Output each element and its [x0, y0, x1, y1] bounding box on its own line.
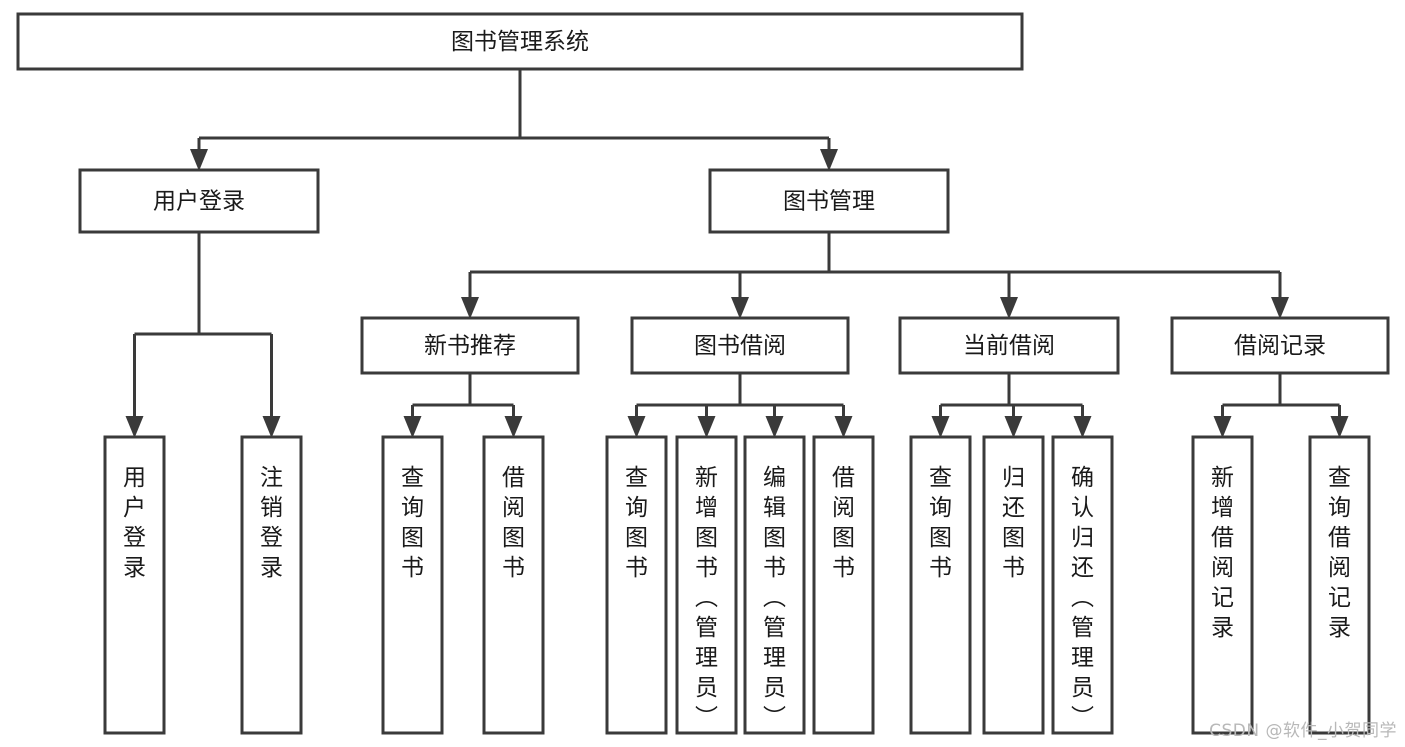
arrow-head-icon [820, 149, 838, 171]
arrow-head-icon [190, 149, 208, 171]
node-leaf-query-book-3[interactable]: 查询图书 [909, 435, 972, 735]
node-label: 借阅图书 [832, 465, 855, 581]
node-box[interactable] [381, 435, 444, 735]
arrow-head-icon [461, 297, 479, 319]
node-book-management[interactable]: 图书管理 [708, 168, 950, 234]
node-leaf-add-record[interactable]: 新增借阅记录 [1191, 435, 1254, 735]
node-box[interactable] [482, 435, 545, 735]
node-label: 图书借阅 [694, 333, 786, 359]
csdn-watermark: CSDN @软件_小贺同学 [1209, 721, 1397, 741]
node-box[interactable] [360, 316, 580, 375]
node-label: 查询图书 [625, 465, 648, 581]
node-box[interactable] [743, 435, 806, 735]
node-label: 查询图书 [929, 465, 952, 581]
arrow-head-icon [1330, 416, 1349, 438]
arrow-head-icon [834, 416, 853, 438]
node-layer: 图书管理系统用户登录图书管理新书推荐图书借阅当前借阅借阅记录用户登录注销登录查询… [16, 12, 1390, 735]
node-leaf-query-record[interactable]: 查询借阅记录 [1308, 435, 1371, 735]
arrow-head-icon [627, 416, 646, 438]
node-box[interactable] [630, 316, 850, 375]
node-leaf-query-book-2[interactable]: 查询图书 [605, 435, 668, 735]
arrow-head-icon [765, 416, 784, 438]
node-borrow-record[interactable]: 借阅记录 [1170, 316, 1390, 375]
node-box[interactable] [103, 435, 166, 735]
node-box[interactable] [898, 316, 1120, 375]
node-leaf-return-book[interactable]: 归还图书 [982, 435, 1045, 735]
node-label: 借阅图书 [502, 465, 525, 581]
node-box[interactable] [812, 435, 875, 735]
arrow-head-icon [125, 416, 144, 438]
arrow-head-icon [504, 416, 523, 438]
node-box[interactable] [240, 435, 303, 735]
node-box[interactable] [1051, 435, 1114, 735]
node-label: 编辑图书︵管理员︶ [763, 465, 786, 731]
node-book-borrow[interactable]: 图书借阅 [630, 316, 850, 375]
node-label: 图书管理系统 [451, 29, 589, 55]
arrow-head-icon [1213, 416, 1232, 438]
node-label: 查询借阅记录 [1328, 465, 1351, 641]
node-label: 查询图书 [401, 465, 424, 581]
node-box[interactable] [708, 168, 950, 234]
arrow-head-icon [731, 297, 749, 319]
node-leaf-logout[interactable]: 注销登录 [240, 435, 303, 735]
node-leaf-confirm-return[interactable]: 确认归还︵管理员︶ [1051, 435, 1114, 735]
node-label: 新增借阅记录 [1211, 465, 1234, 641]
arrow-head-icon [931, 416, 950, 438]
node-box[interactable] [909, 435, 972, 735]
node-leaf-borrow-book-1[interactable]: 借阅图书 [482, 435, 545, 735]
node-box[interactable] [1308, 435, 1371, 735]
node-leaf-borrow-book-2[interactable]: 借阅图书 [812, 435, 875, 735]
arrow-head-icon [1271, 297, 1289, 319]
node-box[interactable] [605, 435, 668, 735]
node-box[interactable] [78, 168, 320, 234]
node-label: 注销登录 [260, 465, 283, 581]
node-new-book-recommend[interactable]: 新书推荐 [360, 316, 580, 375]
arrow-head-icon [1004, 416, 1023, 438]
arrow-head-icon [1000, 297, 1018, 319]
node-label: 图书管理 [783, 189, 875, 215]
node-leaf-query-book-1[interactable]: 查询图书 [381, 435, 444, 735]
node-current-borrow[interactable]: 当前借阅 [898, 316, 1120, 375]
arrow-head-icon [697, 416, 716, 438]
arrow-head-icon [262, 416, 281, 438]
arrow-head-icon [1073, 416, 1092, 438]
node-label: 用户登录 [123, 465, 146, 581]
node-box[interactable] [1191, 435, 1254, 735]
node-box[interactable] [675, 435, 738, 735]
node-label: 归还图书 [1002, 465, 1025, 581]
node-label: 当前借阅 [963, 333, 1055, 359]
node-box[interactable] [1170, 316, 1390, 375]
node-root[interactable]: 图书管理系统 [16, 12, 1024, 71]
node-label: 新增图书︵管理员︶ [695, 465, 718, 731]
node-user-login[interactable]: 用户登录 [78, 168, 320, 234]
node-label: 新书推荐 [424, 333, 516, 359]
node-box[interactable] [16, 12, 1024, 71]
node-leaf-user-login[interactable]: 用户登录 [103, 435, 166, 735]
node-box[interactable] [982, 435, 1045, 735]
node-leaf-edit-book[interactable]: 编辑图书︵管理员︶ [743, 435, 806, 735]
node-label: 用户登录 [153, 189, 245, 215]
node-label: 确认归还︵管理员︶ [1071, 465, 1094, 731]
arrow-head-icon [403, 416, 422, 438]
node-label: 借阅记录 [1234, 333, 1326, 359]
node-leaf-add-book[interactable]: 新增图书︵管理员︶ [675, 435, 738, 735]
connector-layer [125, 69, 1349, 438]
